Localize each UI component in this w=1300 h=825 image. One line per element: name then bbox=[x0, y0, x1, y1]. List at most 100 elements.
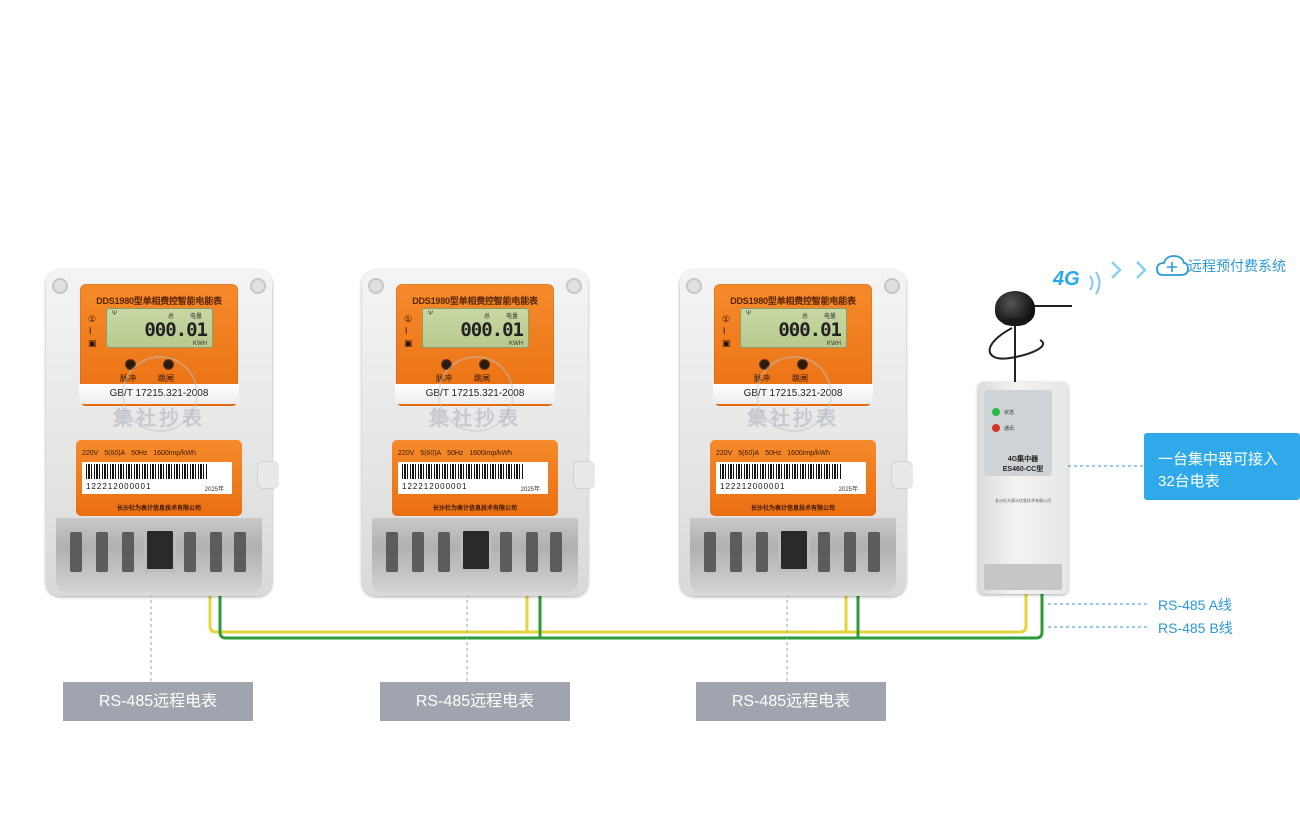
key-icon: ⌇ bbox=[88, 326, 93, 336]
rs485-b-label: RS-485 B线 bbox=[1158, 620, 1233, 636]
concentrator-maker: 长沙社为表计信息技术有限公司 bbox=[995, 498, 1051, 503]
meter-2-caption: RS-485远程电表 bbox=[380, 682, 570, 721]
power-icon: ① bbox=[88, 314, 97, 324]
antenna-coil bbox=[988, 327, 1045, 360]
concentrator-terminals bbox=[984, 564, 1062, 590]
pulse-led bbox=[760, 360, 769, 369]
spec-constant: 1600imp/kWh bbox=[469, 450, 513, 457]
screw-icon bbox=[368, 278, 384, 294]
arrow-chevrons-icon bbox=[1111, 261, 1147, 279]
lcd-energy-label: 电量 bbox=[824, 314, 837, 320]
terminal-slot bbox=[386, 532, 398, 572]
antenna-base bbox=[1002, 318, 1028, 326]
barcode-icon bbox=[402, 464, 524, 479]
terminal-slot bbox=[526, 532, 538, 572]
spec-frequency: 50Hz bbox=[131, 450, 148, 457]
watermark-seal bbox=[122, 356, 198, 432]
screw-icon bbox=[686, 278, 702, 294]
spec-voltage: 220V bbox=[716, 450, 733, 457]
screw-icon bbox=[52, 278, 68, 294]
spec-current: 5(60)A bbox=[104, 450, 126, 457]
terminal-seal bbox=[144, 528, 176, 572]
card-slot-icon: ▣ bbox=[722, 338, 731, 348]
card-slot-icon: ▣ bbox=[88, 338, 97, 348]
status-label: 状态 bbox=[1004, 410, 1015, 416]
terminal-slot bbox=[868, 532, 880, 572]
card-slot-icon: ▣ bbox=[404, 338, 413, 348]
concentrator-panel: 状态 通讯 bbox=[984, 390, 1052, 476]
barcode-icon bbox=[86, 464, 208, 479]
lcd-total-label: 总 bbox=[802, 314, 809, 320]
meter-side-tab bbox=[892, 462, 912, 488]
terminal-slot bbox=[500, 532, 512, 572]
lcd-reading: 000.01 bbox=[778, 319, 842, 341]
spec-voltage: 220V bbox=[82, 450, 99, 457]
lcd-total-label: 总 bbox=[168, 314, 175, 320]
terminal-slot bbox=[96, 532, 108, 572]
screw-icon bbox=[250, 278, 266, 294]
meter-specs: 220V 5(60)A 50Hz 1600imp/kWh bbox=[716, 450, 866, 457]
terminal-slot bbox=[412, 532, 424, 572]
callout-line-1: 一台集中器可接入 bbox=[1158, 451, 1279, 468]
spec-constant: 1600imp/kWh bbox=[153, 450, 197, 457]
spec-current: 5(60)A bbox=[738, 450, 760, 457]
callout-line-2: 32台电表 bbox=[1158, 473, 1220, 490]
key-icon: ⌇ bbox=[722, 326, 727, 336]
meter-title: DDS1980型单相费控智能电能表 bbox=[412, 296, 538, 306]
terminal-slot bbox=[844, 532, 856, 572]
electric-meter-2: DDS1980型单相费控智能电能表 ① ⌇ ▣ Ψ 总 电量 000.01 KW… bbox=[362, 270, 594, 596]
meter-title: DDS1980型单相费控智能电能表 bbox=[96, 296, 222, 306]
meter-nameplate: 220V 5(60)A 50Hz 1600imp/kWh 12221200000… bbox=[76, 440, 242, 516]
lcd-screen: Ψ 总 电量 000.01 KWH bbox=[422, 308, 529, 348]
watermark-text: 集社抄表 bbox=[113, 408, 205, 430]
power-icon: ① bbox=[722, 314, 731, 324]
electric-meter-3: DDS1980型单相费控智能电能表 ① ⌇ ▣ Ψ 总 电量 000.01 KW… bbox=[680, 270, 912, 596]
capacity-callout: 一台集中器可接入 32台电表 bbox=[1144, 433, 1300, 500]
lcd-screen: Ψ 总 电量 000.01 KWH bbox=[740, 308, 847, 348]
lcd-unit: KWH bbox=[827, 341, 841, 347]
terminal-seal bbox=[778, 528, 810, 572]
terminal-block bbox=[56, 518, 262, 592]
rs485-a-wire bbox=[208, 594, 1028, 634]
concentrator-name: 4G集中器 bbox=[1007, 456, 1039, 463]
antenna-signal-icon: Ψ bbox=[428, 311, 434, 317]
signal-icon bbox=[1089, 271, 1101, 295]
watermark-seal bbox=[438, 356, 514, 432]
terminal-slot bbox=[184, 532, 196, 572]
manufacture-year: 2025年 bbox=[838, 487, 858, 493]
serial-number: 122212000001 bbox=[402, 482, 468, 491]
4g-label: 4G bbox=[1053, 268, 1080, 290]
prepaid-system-label: 远程预付费系统 bbox=[1188, 258, 1286, 274]
meter-nameplate: 220V 5(60)A 50Hz 1600imp/kWh 12221200000… bbox=[392, 440, 558, 516]
antenna-signal-icon: Ψ bbox=[746, 311, 752, 317]
meter-title: DDS1980型单相费控智能电能表 bbox=[730, 296, 856, 306]
terminal-slot bbox=[818, 532, 830, 572]
lcd-unit: KWH bbox=[509, 341, 523, 347]
cloud-icon bbox=[1156, 255, 1189, 276]
spec-frequency: 50Hz bbox=[447, 450, 464, 457]
barcode-label: 122212000001 2025年 bbox=[82, 462, 232, 494]
meter-side-tab bbox=[574, 462, 594, 488]
concentrator-model: ES460-CC型 bbox=[1002, 466, 1044, 473]
watermark-text: 集社抄表 bbox=[747, 408, 839, 430]
terminal-block bbox=[690, 518, 896, 592]
comm-label: 通讯 bbox=[1004, 426, 1015, 432]
barcode-label: 122212000001 2025年 bbox=[398, 462, 548, 494]
meter-display-panel: DDS1980型单相费控智能电能表 ① ⌇ ▣ Ψ 总 电量 000.01 KW… bbox=[395, 284, 555, 406]
spec-frequency: 50Hz bbox=[765, 450, 782, 457]
terminal-seal bbox=[460, 528, 492, 572]
meter-1-caption: RS-485远程电表 bbox=[63, 682, 253, 721]
terminal-block bbox=[372, 518, 578, 592]
status-led bbox=[992, 408, 1000, 416]
spec-constant: 1600imp/kWh bbox=[787, 450, 831, 457]
power-icon: ① bbox=[404, 314, 413, 324]
terminal-slot bbox=[234, 532, 246, 572]
meter-specs: 220V 5(60)A 50Hz 1600imp/kWh bbox=[82, 450, 232, 457]
terminal-slot bbox=[730, 532, 742, 572]
watermark-text: 集社抄表 bbox=[429, 408, 521, 430]
terminal-slot bbox=[550, 532, 562, 572]
terminal-slot bbox=[756, 532, 768, 572]
manufacture-year: 2025年 bbox=[520, 487, 540, 493]
